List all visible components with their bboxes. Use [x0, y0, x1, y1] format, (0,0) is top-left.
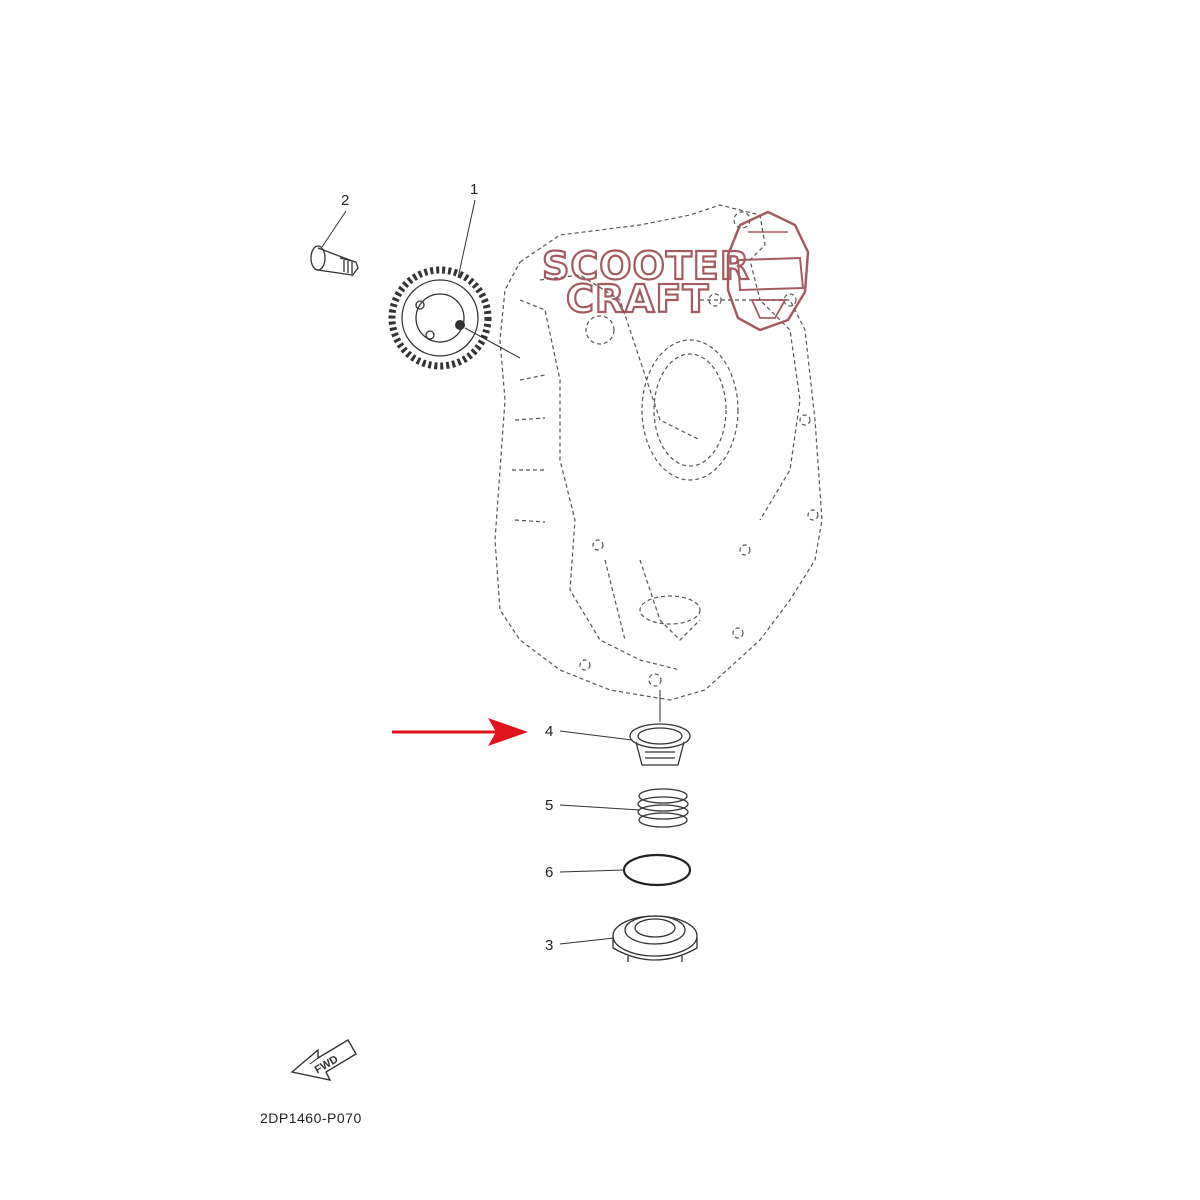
spring-part-5: [637, 788, 689, 828]
svg-text:CRAFT: CRAFT: [566, 277, 709, 321]
svg-text:SCOOTER: SCOOTER: [542, 244, 750, 288]
callout-5: 5: [545, 797, 641, 814]
svg-text:4: 4: [545, 723, 553, 740]
callout-4: 4: [545, 723, 633, 741]
callout-6: 6: [545, 864, 625, 881]
helmet-icon: [726, 210, 810, 332]
strainer-part-4: [629, 690, 691, 766]
callout-1: 1: [457, 181, 478, 279]
o-ring-part-6: [622, 853, 692, 887]
watermark-logo: SCOOTER CRAFT: [541, 210, 810, 332]
svg-text:5: 5: [545, 797, 553, 814]
fwd-arrow-icon: FWD: [290, 1039, 357, 1081]
callout-3: 3: [545, 937, 615, 954]
callout-2: 2: [321, 192, 349, 248]
diagram-code: 2DP1460-P070: [260, 1110, 362, 1126]
highlight-arrow-icon: [392, 718, 528, 746]
gear-part-1: [388, 266, 521, 370]
crankcase-outline: [494, 204, 823, 701]
bolt-part-2: [310, 245, 359, 277]
svg-text:3: 3: [545, 937, 553, 954]
svg-text:2: 2: [341, 192, 349, 209]
svg-text:6: 6: [545, 864, 553, 881]
svg-text:1: 1: [470, 181, 478, 198]
drain-plug-part-3: [612, 915, 698, 962]
